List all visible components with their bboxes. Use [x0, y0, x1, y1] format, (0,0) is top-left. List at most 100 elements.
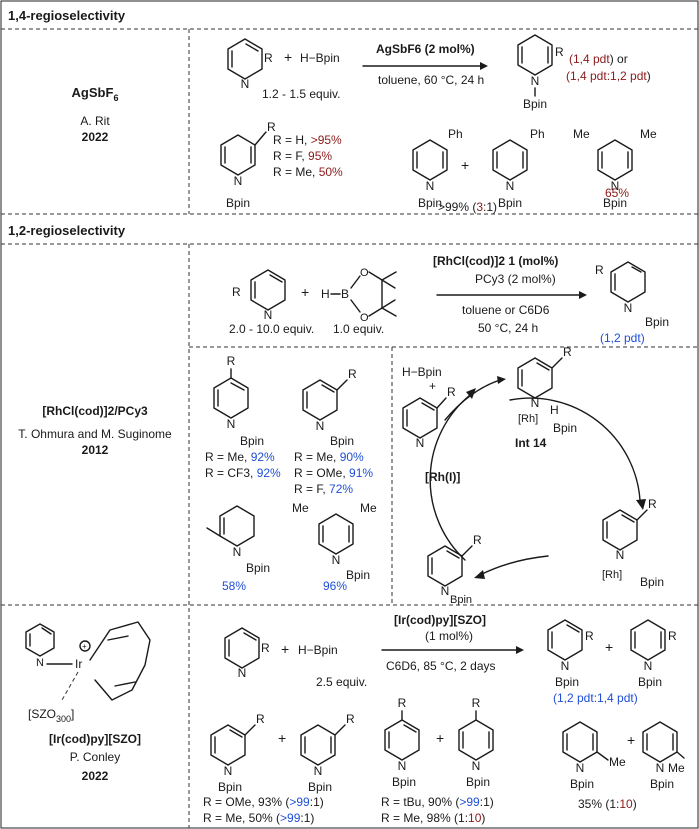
svg-text:N: N: [611, 179, 620, 193]
plus-sign: +: [281, 641, 289, 657]
int14-label: Int 14: [515, 436, 547, 450]
svg-text:Bpin: Bpin: [330, 434, 354, 448]
ir-author: P. Conley: [70, 750, 120, 764]
svg-text:Bpin: Bpin: [346, 568, 370, 582]
ag-scope-ph-12: Ph N Bpin: [492, 127, 545, 210]
cycle-rh-intermediate: R N [Rh] Bpin: [602, 497, 664, 589]
rh-y-dime: 96%: [323, 579, 347, 593]
ir-product-12: R N Bpin: [547, 619, 594, 689]
svg-text:N: N: [238, 666, 247, 680]
ag-arrow: [362, 62, 488, 70]
ir-reagent: H−Bpin: [298, 643, 338, 657]
cycle-out-arrow: [479, 555, 549, 576]
svg-text:R = OMe, 93% (>99:1): R = OMe, 93% (>99:1): [203, 795, 324, 809]
rh-arrow-bottom: toluene or C6D6: [462, 303, 550, 317]
svg-text:Bpin: Bpin: [650, 777, 674, 791]
svg-text:R = Me, 92%: R = Me, 92%: [205, 450, 275, 464]
ir-arrow-bottom: C6D6, 85 °C, 2 days: [386, 659, 496, 673]
svg-text:Ph: Ph: [448, 127, 463, 141]
plus-sign: +: [284, 49, 292, 65]
cycle-hbpin: H−Bpin: [402, 365, 442, 379]
svg-text:R: R: [267, 120, 276, 134]
ag-arrow-top: AgSbF6 (2 mol%): [376, 42, 475, 56]
svg-text:Bpin: Bpin: [498, 196, 522, 210]
svg-text:R: R: [668, 629, 677, 643]
ir-name: [Ir(cod)py][SZO]: [49, 732, 141, 746]
svg-text:R: R: [398, 696, 407, 710]
rh-arrow-top2: PCy3 (2 mol%): [475, 272, 556, 286]
svg-text:N: N: [506, 179, 515, 193]
svg-text:N: N: [531, 396, 540, 410]
svg-text:N: N: [316, 419, 325, 433]
svg-text:R = F, 95%: R = F, 95%: [273, 149, 332, 163]
ag-r-list: R = H, >95% R = F, 95% R = Me, 50%: [273, 133, 343, 179]
svg-text:+: +: [82, 642, 87, 651]
svg-text:R: R: [555, 45, 564, 59]
rh-equiv-2: 1.0 equiv.: [333, 322, 384, 336]
ag-year: 2022: [82, 130, 109, 144]
rh-authors: T. Ohmura and M. Suginome: [18, 427, 172, 441]
svg-text:R: R: [256, 712, 265, 726]
ag-product-b: (1,4 pdt:1,2 pdt): [566, 69, 651, 83]
svg-text:35% (1:10): 35% (1:10): [578, 797, 637, 811]
rh-equiv-1: 2.0 - 10.0 equiv.: [229, 322, 314, 336]
ir-equiv: 2.5 equiv.: [316, 675, 367, 689]
r-group: R: [264, 51, 273, 65]
svg-text:N: N: [441, 584, 450, 598]
svg-text:R = Me, 50%: R = Me, 50%: [273, 165, 343, 179]
svg-text:N: N: [234, 174, 243, 188]
svg-text:Me: Me: [292, 501, 309, 515]
ag-pyridine-reactant: N R: [227, 38, 273, 91]
svg-text:R: R: [348, 367, 357, 381]
int14-structure: R N [Rh] H Bpin: [517, 345, 577, 435]
ag-me-yield: 65%: [605, 186, 629, 200]
ag-reagent: H−Bpin: [300, 51, 340, 65]
ir-product-14: R N Bpin: [630, 619, 677, 689]
cycle-in-arrow: [444, 379, 501, 421]
svg-text:R: R: [261, 641, 270, 655]
svg-text:Bpin: Bpin: [392, 775, 416, 789]
ir-pdt: (1,2 pdt:1,4 pdt): [553, 691, 638, 705]
hbpin-structure: H B O O: [321, 267, 397, 324]
svg-text:R = Me, 98% (1:10): R = Me, 98% (1:10): [381, 811, 485, 825]
svg-text:Me: Me: [573, 127, 590, 141]
svg-text:Bpin: Bpin: [450, 594, 472, 606]
svg-text:R: R: [648, 497, 657, 511]
svg-text:Bpin: Bpin: [640, 575, 664, 589]
svg-text:Bpin: Bpin: [218, 780, 242, 794]
ir-complex-structure: N Ir +: [25, 621, 151, 701]
plus-sign: +: [627, 732, 635, 748]
svg-text:[Rh]: [Rh]: [518, 413, 538, 425]
rh-y3-list: R = Me, 90% R = OMe, 91% R = F, 72%: [294, 450, 373, 496]
ag-scope-dime: Me Me N Bpin: [573, 127, 657, 210]
svg-text:N: N: [426, 179, 435, 193]
rh-y-me: 58%: [222, 579, 246, 593]
svg-text:N: N: [561, 659, 570, 673]
svg-text:Bpin: Bpin: [553, 421, 577, 435]
svg-text:R: R: [585, 629, 594, 643]
n-atom: N: [241, 77, 250, 91]
ag-author: A. Rit: [80, 114, 110, 128]
rh-catalyst-label: [RhCl(cod)]2/PCy3: [42, 404, 148, 418]
svg-text:R: R: [595, 263, 604, 277]
ir-pyridine-reactant: N R: [224, 627, 270, 680]
ir-year: 2022: [82, 769, 109, 783]
svg-text:N: N: [576, 761, 585, 775]
rh-arrow: [436, 291, 587, 299]
rh-scope-3r: R N Bpin: [302, 367, 357, 448]
svg-text:B: B: [341, 287, 349, 301]
svg-text:N: N: [624, 301, 633, 315]
ir-scope-3r-14: R N Bpin: [300, 712, 355, 794]
svg-text:N: N: [656, 761, 665, 775]
plus-sign: +: [436, 730, 444, 746]
svg-text:Bpin: Bpin: [418, 196, 442, 210]
cycle-product: R N Bpin: [427, 533, 482, 606]
ir-scope-3r-12: R N Bpin: [210, 712, 265, 794]
svg-text:R = tBu, 90% (>99:1): R = tBu, 90% (>99:1): [381, 795, 494, 809]
svg-text:R = Me, 50% (>99:1): R = Me, 50% (>99:1): [203, 811, 314, 825]
svg-text:R: R: [346, 712, 355, 726]
svg-text:R = OMe, 91%: R = OMe, 91%: [294, 466, 373, 480]
ir-scope-2me-14: Me N Bpin: [642, 721, 685, 791]
plus-sign: +: [461, 157, 469, 173]
